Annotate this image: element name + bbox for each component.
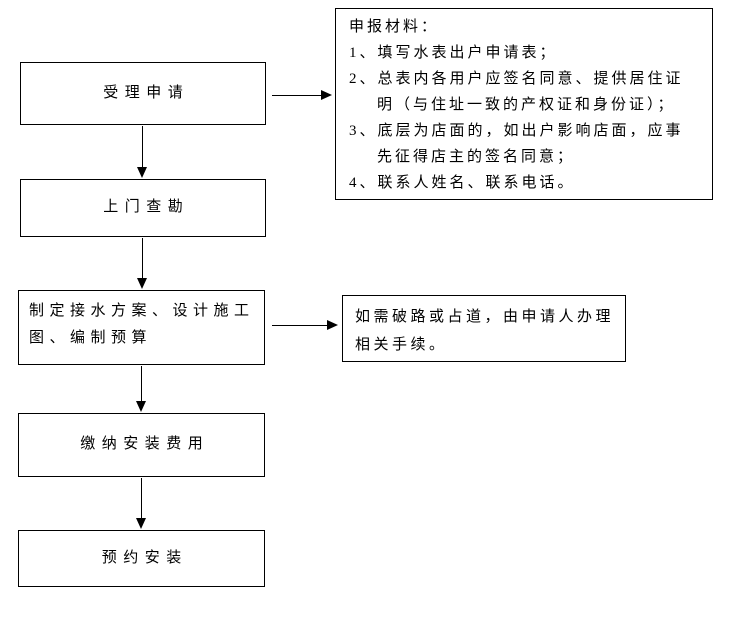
note-application-materials-item-2: 2、总表内各用户应签名同意、提供居住证明（与住址一致的产权证和身份证）；: [349, 71, 684, 113]
step-pay-installation-fee: 缴纳安装费用: [18, 413, 265, 477]
arrow-head-down-icon: [136, 401, 146, 412]
arrow-plan-to-road-note-icon: [272, 320, 338, 331]
arrow-survey-to-plan-icon: [137, 238, 148, 289]
step-pay-installation-fee-label: 缴纳安装费用: [80, 436, 210, 453]
arrow-plan-to-pay-icon: [136, 366, 147, 412]
arrow-head-right-icon: [327, 320, 338, 330]
step-book-installation: 预约安装: [18, 530, 265, 587]
step-accept-application: 受理申请: [20, 62, 266, 125]
step-site-survey-label: 上门查勘: [103, 199, 190, 216]
arrow-shaft: [141, 478, 143, 519]
note-application-materials-item-4: 4、联系人姓名、联系电话。: [349, 175, 576, 191]
arrow-pay-to-book-icon: [136, 478, 147, 529]
arrow-head-right-icon: [321, 90, 332, 100]
step-book-installation-label: 预约安装: [101, 549, 188, 566]
note-road-permit-text: 如需破路或占道，由申请人办理相关手续。: [355, 309, 615, 353]
step-site-survey: 上门查勘: [20, 179, 266, 237]
arrow-shaft: [142, 126, 144, 168]
arrow-accept-to-survey-icon: [137, 126, 148, 178]
note-road-permit: 如需破路或占道，由申请人办理相关手续。: [342, 295, 626, 362]
arrow-head-down-icon: [136, 518, 146, 529]
step-plan-design-budget: 制定接水方案、设计施工图、编制预算: [18, 290, 265, 365]
note-application-materials-item-3: 3、底层为店面的，如出户影响店面，应事先征得店主的签名同意；: [349, 123, 684, 165]
arrow-shaft: [142, 238, 144, 279]
arrow-head-down-icon: [137, 278, 147, 289]
arrow-shaft: [141, 366, 143, 402]
arrow-head-down-icon: [137, 167, 147, 178]
arrow-accept-to-materials-icon: [272, 90, 332, 101]
note-application-materials-item-1: 1、填写水表出户申请表；: [349, 45, 558, 61]
step-plan-design-budget-label: 制定接水方案、设计施工图、编制预算: [29, 303, 255, 346]
note-application-materials-title: 申报材料：: [349, 19, 440, 35]
arrow-shaft: [272, 325, 328, 327]
note-application-materials: 申报材料： 1、填写水表出户申请表； 2、总表内各用户应签名同意、提供居住证明（…: [335, 8, 713, 200]
step-accept-application-label: 受理申请: [103, 84, 190, 101]
arrow-shaft: [272, 95, 322, 97]
